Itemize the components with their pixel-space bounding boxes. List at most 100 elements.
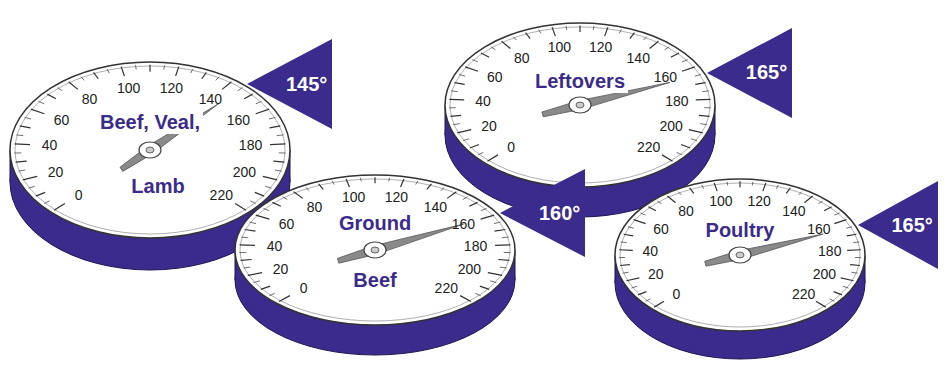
tick-mark — [478, 152, 483, 155]
tick-mark — [498, 259, 509, 261]
scale-number: 20 — [48, 164, 64, 180]
tick-mark — [18, 170, 25, 171]
tick-mark — [239, 252, 246, 253]
tick-mark — [270, 143, 285, 145]
tick-mark — [646, 299, 651, 301]
tick-mark — [593, 26, 595, 30]
scale-number: 20 — [481, 118, 497, 134]
dial-ticks — [14, 65, 285, 211]
tick-mark — [294, 192, 303, 199]
tick-mark — [619, 30, 621, 34]
dial-name: Lamb — [128, 175, 187, 198]
scale-number: 180 — [818, 243, 841, 259]
tick-mark — [54, 204, 65, 211]
tick-mark — [265, 186, 271, 188]
dial-name: Ground — [336, 212, 414, 235]
tick-mark — [620, 264, 630, 266]
scale-number: 220 — [210, 187, 233, 203]
needle-hub-center — [576, 102, 584, 108]
scale-number: 40 — [642, 243, 658, 259]
tick-mark — [662, 155, 673, 161]
tick-mark — [270, 126, 281, 128]
tick-mark — [763, 183, 766, 191]
scale-number: 200 — [458, 261, 481, 277]
tick-mark — [691, 139, 697, 141]
tick-mark — [605, 27, 608, 36]
temperature-flag: 165° — [858, 181, 938, 269]
dial-bezel — [240, 179, 510, 321]
scale-number: 40 — [267, 238, 283, 254]
tick-mark — [700, 124, 707, 125]
tick-mark — [841, 278, 854, 281]
tick-mark — [135, 65, 137, 69]
tick-mark — [699, 115, 710, 117]
tick-mark — [678, 192, 681, 195]
tick-mark — [702, 90, 709, 92]
scale-number: 100 — [709, 193, 732, 209]
tick-mark — [502, 41, 511, 48]
dial-bezel — [15, 66, 285, 234]
tick-mark — [241, 259, 252, 261]
tick-mark — [36, 192, 45, 196]
tick-mark — [263, 209, 269, 211]
tick-mark — [269, 117, 275, 119]
scale-number: 180 — [665, 93, 688, 109]
tick-mark — [630, 33, 634, 39]
tick-mark — [241, 237, 248, 239]
tick-mark — [282, 197, 287, 200]
dial-ticks — [449, 25, 711, 161]
tick-mark — [15, 143, 30, 145]
tick-mark — [513, 37, 516, 41]
scale-number: 200 — [659, 118, 682, 134]
tick-mark — [388, 178, 390, 182]
tick-mark — [472, 60, 478, 62]
tick-mark — [38, 101, 44, 104]
tick-mark — [149, 65, 150, 72]
scale-number: 160 — [654, 69, 677, 85]
tick-mark — [31, 109, 45, 114]
tick-mark — [481, 215, 495, 219]
tick-mark — [248, 273, 262, 276]
temperature-flag: 165° — [707, 28, 792, 118]
scale-number: 180 — [464, 238, 487, 254]
tick-mark — [360, 178, 362, 182]
scale-number: 140 — [782, 203, 805, 219]
tick-mark — [846, 227, 852, 228]
tick-mark — [453, 124, 460, 125]
tick-mark — [306, 187, 310, 190]
tick-mark — [235, 204, 246, 211]
tick-mark — [261, 286, 270, 289]
tick-mark — [619, 257, 625, 258]
tick-mark — [816, 301, 826, 307]
scale-number: 60 — [653, 221, 669, 237]
scale-number: 120 — [747, 193, 770, 209]
tick-mark — [29, 186, 35, 188]
tick-mark — [855, 257, 861, 258]
dial-face — [615, 179, 865, 331]
tick-mark — [273, 161, 284, 162]
tick-mark — [638, 292, 646, 295]
scale-number: 0 — [507, 139, 515, 155]
dial-ticks — [619, 181, 861, 307]
needle-hub — [139, 142, 161, 158]
tick-mark — [834, 292, 842, 295]
tick-mark — [469, 202, 477, 206]
tick-mark — [256, 215, 270, 219]
tick-mark — [495, 230, 506, 232]
scale-number: 200 — [813, 266, 836, 282]
tick-mark — [526, 33, 530, 39]
tick-mark — [401, 179, 404, 187]
scale-number: 20 — [273, 261, 289, 277]
tick-mark — [804, 196, 812, 203]
dial-ticks — [239, 177, 510, 301]
tick-mark — [727, 182, 729, 186]
scale-number: 80 — [307, 199, 323, 215]
tick-mark — [626, 278, 639, 281]
thermometer-dial: Poultry020406080100120140160180200220 — [611, 175, 869, 363]
tick-mark — [441, 187, 445, 190]
scale-number: 80 — [514, 50, 530, 66]
tick-mark — [256, 101, 262, 104]
tick-mark — [416, 181, 418, 185]
tick-mark — [459, 75, 465, 77]
tick-mark — [263, 176, 277, 179]
